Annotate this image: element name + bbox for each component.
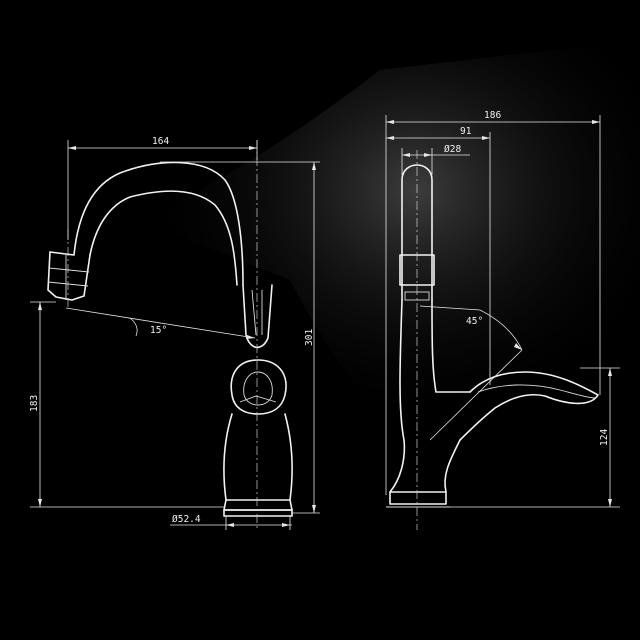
dim-45-leg [419,305,481,311]
dim-301-label: 301 [304,329,315,346]
dim-91-label: 91 [460,126,472,137]
dim-124-arrow-bottom [608,499,612,507]
dim-186-arrow-right [592,120,600,124]
side-lower-body [444,439,461,493]
dim-186-arrow-left [386,120,394,124]
dim-52-arrow-right [282,523,290,527]
front-nozzle-ring-1 [48,267,90,273]
dim-15-arc [129,317,138,337]
front-view: 164 301 183 15° Ø52.4 [29,136,320,530]
front-neck [242,284,273,349]
side-spout [401,164,433,301]
dim-183-label: 183 [29,395,40,412]
dim-164-arrow-left [68,146,76,150]
dim-52-arrow-left [226,523,234,527]
dim-164-label: 164 [152,136,169,147]
side-base [389,491,447,505]
dim-45-leg-2 [429,349,523,441]
dim-15-arrow [246,335,255,339]
dim-15-label: 15° [150,325,167,336]
front-nozzle [47,251,91,301]
front-spout-inner [89,190,238,286]
dim-124-arrow-top [608,368,612,376]
front-handle [230,359,287,415]
dim-45-label: 45° [466,316,483,327]
dim-91-arrow-right [482,136,490,140]
dim-45-arrow [514,343,522,350]
front-neck-inner [251,289,257,336]
front-handle-lever [239,395,277,403]
side-lever [459,371,599,441]
dim-91-arrow-left [386,136,394,140]
front-handle-inner [243,371,273,406]
dim-186-label: 186 [484,110,501,121]
dim-124-label: 124 [599,429,610,446]
side-body-right [431,299,471,393]
dim-164-arrow-right [249,146,257,150]
side-body [389,299,406,493]
dim-15-leg [65,307,256,339]
dim-183-arrow-bottom [38,499,42,507]
dim-301-arrow-top [312,162,316,170]
dim-28-arrow-left [402,153,410,157]
light-beam [140,40,640,470]
side-lever-inner [477,384,596,399]
dim-183-arrow-top [38,302,42,310]
dim-52-label: Ø52.4 [172,514,201,525]
dim-28-label: Ø28 [444,144,461,155]
front-spout-outer [49,161,244,286]
dim-28-arrow-right [424,153,432,157]
front-body [223,413,293,501]
dim-45-arc [479,309,523,351]
side-view: 186 91 Ø28 45° 124 [385,110,620,530]
dim-301-arrow-bottom [312,505,316,513]
